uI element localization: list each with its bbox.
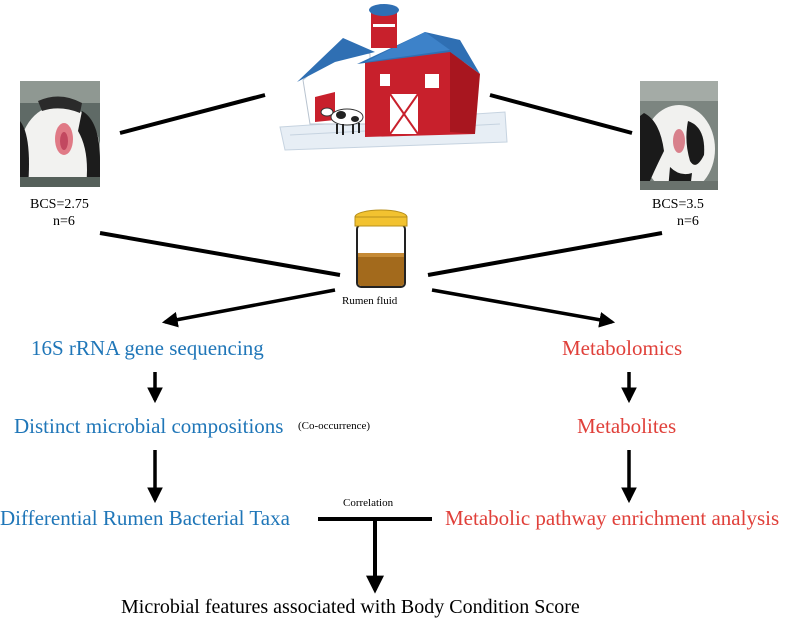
right-group-bcs: BCS=3.5 (652, 197, 704, 212)
left-step2-compositions: Distinct microbial compositions (14, 414, 284, 438)
result-label: Microbial features associated with Body … (121, 596, 580, 618)
right-step3-pathway: Metabolic pathway enrichment analysis (445, 506, 780, 530)
sample-vial-icon (354, 209, 408, 288)
cow-photo-right (640, 81, 718, 190)
right-group-n: n=6 (677, 214, 699, 229)
sample-label: Rumen fluid (342, 295, 398, 307)
right-step2-metabolites: Metabolites (577, 414, 677, 438)
cow-photo-left (20, 81, 100, 187)
left-group-bcs: BCS=2.75 (30, 197, 89, 212)
line-right-group-to-fluid (427, 231, 663, 277)
arrow-fluid-to-metabolomics (431, 288, 616, 328)
right-step1-metabolomics: Metabolomics (562, 336, 683, 360)
left-step2-note: (Co-occurrence) (298, 420, 371, 432)
left-step3-taxa: Differential Rumen Bacterial Taxa (0, 506, 290, 530)
left-group-n: n=6 (53, 214, 75, 229)
correlation-label: Correlation (343, 497, 394, 509)
arrow-fluid-to-sequencing (161, 288, 336, 328)
line-right-photo-to-barn (489, 93, 633, 135)
left-step1-sequencing: 16S rRNA gene sequencing (31, 336, 264, 360)
line-left-group-to-fluid (99, 231, 341, 277)
barn-icon (279, 4, 508, 151)
line-left-photo-to-barn (119, 93, 266, 135)
